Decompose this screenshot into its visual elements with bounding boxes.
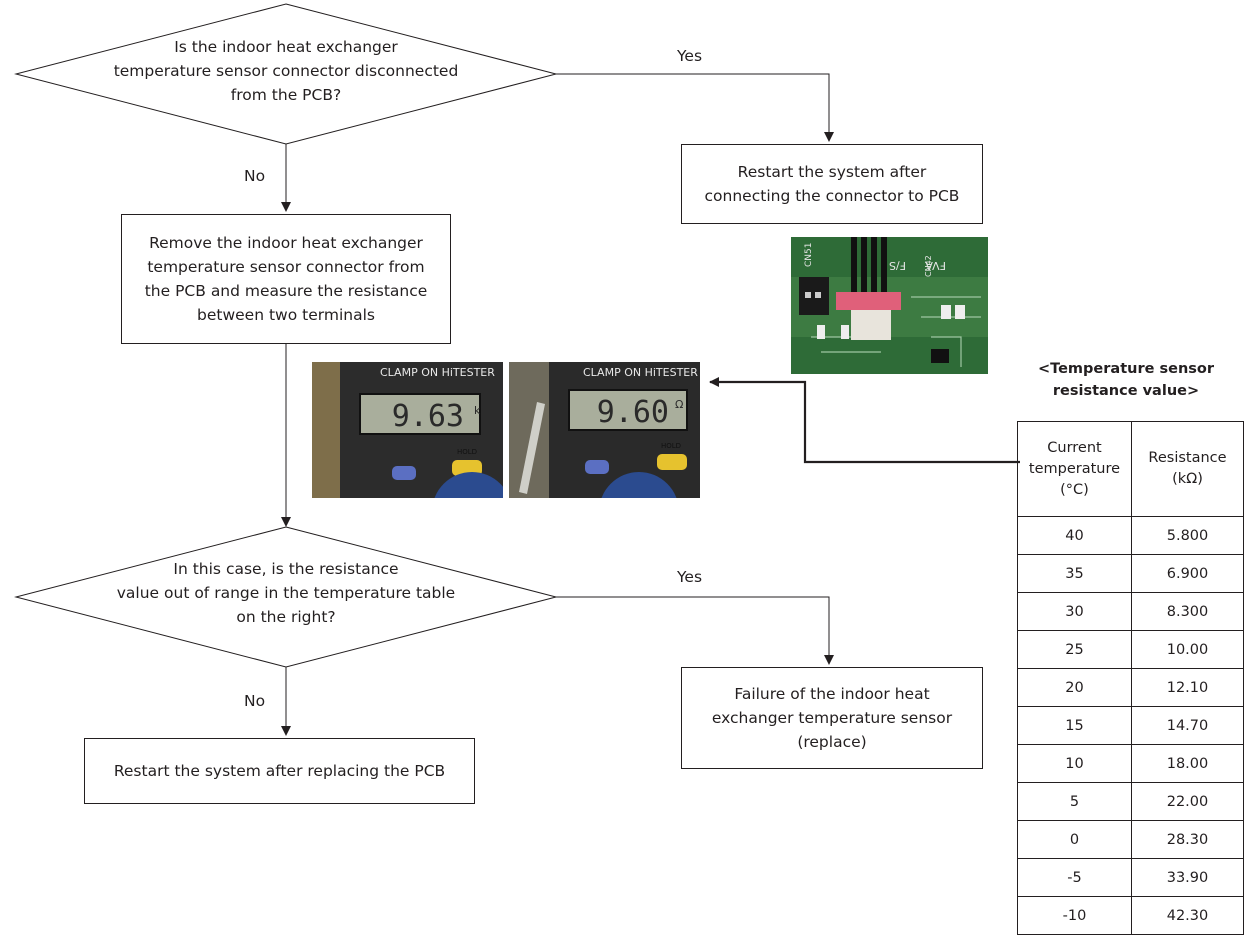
- multimeter-photo-1: CLAMP ON HiTESTER 9.63 k HOLD: [312, 362, 503, 498]
- resistance-cell: 18.00: [1131, 744, 1244, 783]
- temp-cell: 5: [1017, 782, 1132, 821]
- header-current-temperature: Current temperature (°C): [1017, 421, 1132, 517]
- temp-cell: -10: [1017, 896, 1132, 935]
- meter2-reading: 9.60: [597, 395, 669, 430]
- resistance-cell: 14.70: [1131, 706, 1244, 745]
- yes2-connector: [556, 596, 834, 665]
- meter1-reading: 9.63: [392, 399, 464, 434]
- meter1-hold-label: HOLD: [457, 448, 477, 456]
- table-header-row: Current temperature (°C) Resistance (kΩ): [1017, 421, 1244, 517]
- meter1-brand: CLAMP ON HiTESTER: [380, 366, 495, 379]
- temp-cell: 35: [1017, 554, 1132, 593]
- remove-and-measure-box: Remove the indoor heat exchanger tempera…: [121, 214, 451, 344]
- flowchart-connectors: [14, 3, 1020, 736]
- meter2-unit: Ω: [675, 398, 683, 411]
- resistance-cell: 10.00: [1131, 630, 1244, 669]
- multimeter-photo-2: CLAMP ON HiTESTER 9.60 Ω HOLD: [509, 362, 700, 498]
- meter2-brand: CLAMP ON HiTESTER: [583, 366, 698, 379]
- resistance-cell: 6.900: [1131, 554, 1244, 593]
- temp-cell: 20: [1017, 668, 1132, 707]
- pcb-label-cn51: CN51: [804, 243, 814, 267]
- meter1-unit: k: [474, 404, 481, 417]
- resistance-cell: 5.800: [1131, 516, 1244, 555]
- pcb-label-fs: F/S: [889, 259, 906, 272]
- restart-after-connecting-box: Restart the system after connecting the …: [681, 144, 983, 224]
- decision2-yes-label: Yes: [677, 568, 703, 586]
- temp-cell: 10: [1017, 744, 1132, 783]
- meter2-hold-label: HOLD: [661, 442, 681, 450]
- temp-cell: 30: [1017, 592, 1132, 631]
- resistance-cell: 12.10: [1131, 668, 1244, 707]
- pcb-connector-illustration: CN51 F/S FVA CN42: [791, 237, 988, 374]
- pcb-label-cn42: CN42: [924, 255, 933, 277]
- decision2-no-label: No: [244, 692, 266, 710]
- resistance-cell: 33.90: [1131, 858, 1244, 897]
- decision1-yes-label: Yes: [677, 47, 703, 65]
- resistance-cell: 42.30: [1131, 896, 1244, 935]
- table-to-photo-connector: [709, 377, 1020, 464]
- temp-cell: 40: [1017, 516, 1132, 555]
- decision1-no-label: No: [244, 167, 266, 185]
- replace-pcb-box: Restart the system after replacing the P…: [84, 738, 475, 804]
- multimeter-1-illustration: CLAMP ON HiTESTER 9.63 k HOLD: [312, 362, 503, 498]
- table-title: <Temperature sensor resistance value>: [1037, 361, 1215, 399]
- resistance-cell: 22.00: [1131, 782, 1244, 821]
- decision2-text: In this case, is the resistance value ou…: [116, 560, 456, 626]
- sensor-failure-box: Failure of the indoor heat exchanger tem…: [681, 667, 983, 769]
- resistance-cell: 8.300: [1131, 592, 1244, 631]
- resistance-cell: 28.30: [1131, 820, 1244, 859]
- temp-cell: -5: [1017, 858, 1132, 897]
- temp-cell: 0: [1017, 820, 1132, 859]
- header-resistance: Resistance (kΩ): [1131, 421, 1244, 517]
- pcb-label-fva: FVA: [925, 259, 946, 272]
- decision1-text: Is the indoor heat exchanger temperature…: [113, 38, 459, 104]
- resistance-table: Current temperature (°C) Resistance (kΩ)…: [1017, 421, 1244, 935]
- temp-cell: 25: [1017, 630, 1132, 669]
- pcb-connector-photo: CN51 F/S FVA CN42: [791, 237, 988, 374]
- multimeter-2-illustration: CLAMP ON HiTESTER 9.60 Ω HOLD: [509, 362, 700, 498]
- yes1-connector: [556, 73, 834, 142]
- temp-cell: 15: [1017, 706, 1132, 745]
